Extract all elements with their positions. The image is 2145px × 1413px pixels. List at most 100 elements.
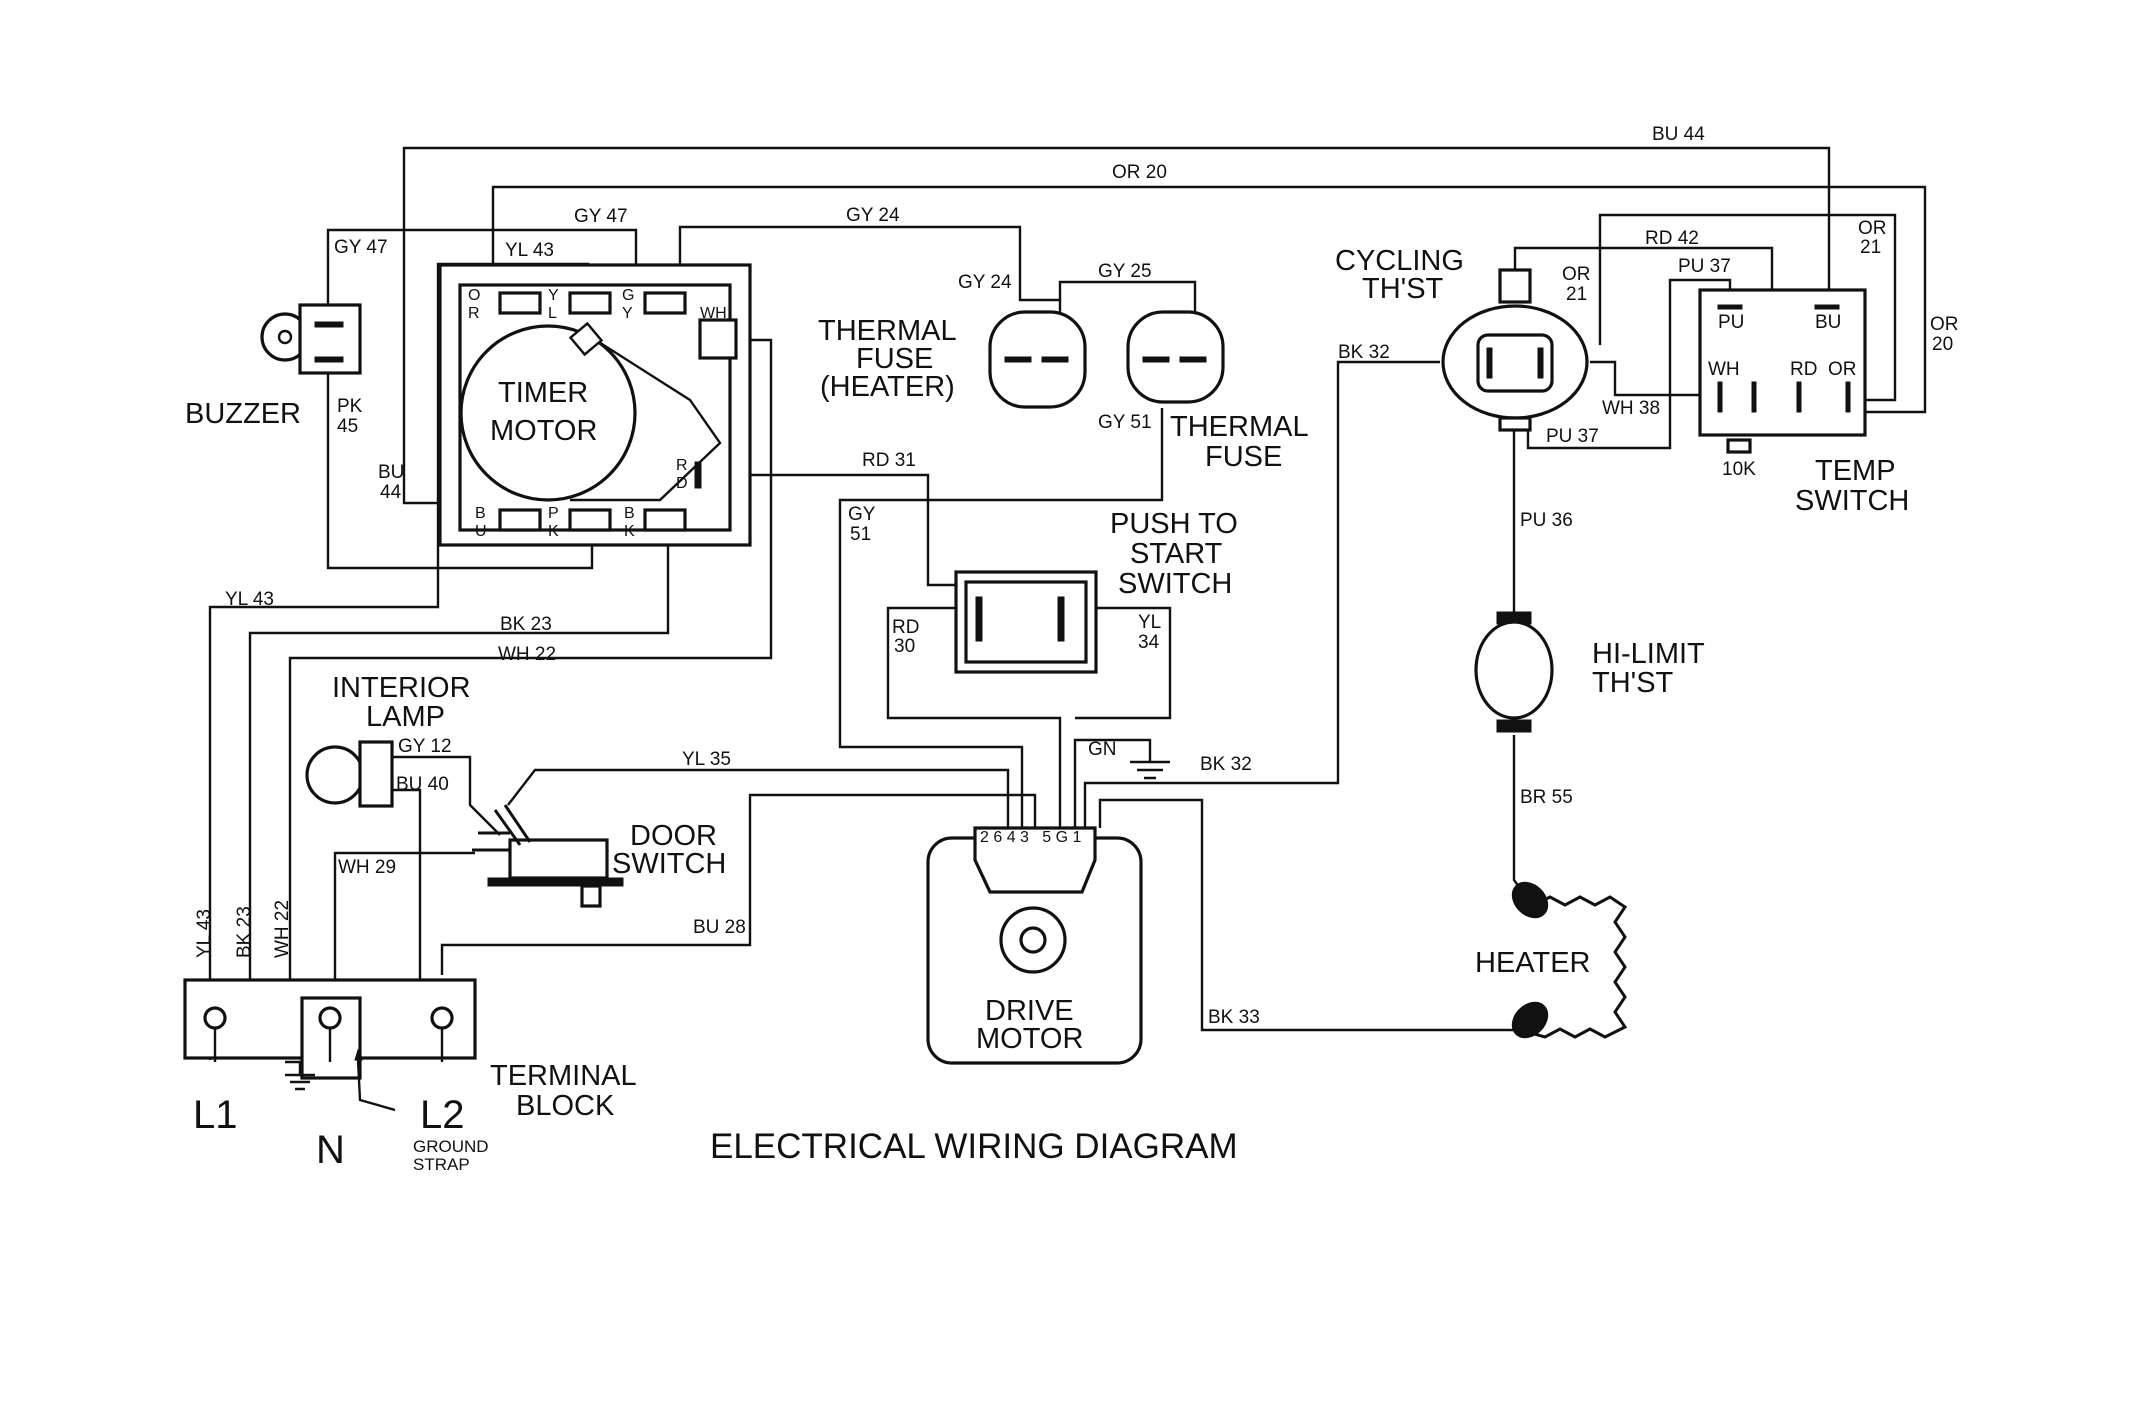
- pin-label-g: G: [622, 287, 634, 304]
- cycling-top: [1498, 268, 1532, 304]
- wl-wh29: WH 29: [338, 857, 396, 878]
- wl-gy47-left: GY 47: [334, 237, 388, 258]
- buzzer-housing: [298, 303, 362, 375]
- wl-or-b: OR: [1858, 218, 1887, 239]
- hi-limit-thermostat: [1474, 611, 1554, 733]
- temp-pin-wh: WH: [1708, 359, 1740, 380]
- wl-yl43: YL 43: [505, 240, 554, 261]
- wire-bk23: [248, 528, 670, 985]
- diagram-title: ELECTRICAL WIRING DIAGRAM: [710, 1127, 1238, 1166]
- thermal-fuse-heater: [988, 310, 1087, 409]
- label-block: BLOCK: [516, 1090, 615, 1122]
- wl-pu37-low: PU 37: [1546, 426, 1599, 447]
- pin-label-b2: B: [624, 505, 635, 522]
- wl-bk23-v: BK 23: [234, 906, 255, 958]
- wire-gn: [1073, 738, 1152, 828]
- wl-yl43-left: YL 43: [225, 589, 274, 610]
- temp-pin-or: OR: [1828, 359, 1857, 380]
- wl-pk: PK: [337, 396, 363, 417]
- pts-inner: [964, 580, 1088, 664]
- buzzer: [260, 303, 362, 375]
- wl-gy47: GY 47: [574, 206, 628, 227]
- resistor-label: 10K: [1722, 459, 1756, 480]
- wl-or20: OR 20: [1112, 162, 1167, 183]
- wire-bk33: [1098, 798, 1520, 1032]
- temp-pin-pu: PU: [1718, 312, 1744, 333]
- label-thst: TH'ST: [1362, 273, 1444, 305]
- timer-pin-pk: [568, 508, 612, 532]
- label-drive-motor: MOTOR: [976, 1023, 1083, 1055]
- fuse-body: [1126, 310, 1225, 404]
- label-thermal2: THERMAL: [1170, 411, 1309, 443]
- pin-label-r: R: [468, 305, 480, 322]
- wl-21-a: 21: [1566, 284, 1587, 305]
- wl-gn: GN: [1088, 739, 1117, 760]
- timer-pin-rd: [694, 461, 702, 489]
- temp-pin-rd: RD: [1790, 359, 1817, 380]
- fuse-heater-body: [988, 310, 1087, 409]
- timer-pin-bu: [498, 508, 542, 532]
- wl-gy24: GY 24: [846, 205, 900, 226]
- wl-rd31: RD 31: [862, 450, 916, 471]
- wl-bu28: BU 28: [693, 917, 746, 938]
- label-timer: TIMER: [498, 377, 588, 409]
- label-start: START: [1130, 538, 1223, 570]
- wiring: [208, 146, 1927, 1060]
- wl-rd42: RD 42: [1645, 228, 1699, 249]
- temp-switch: [1698, 288, 1867, 454]
- label-hi-limit: HI-LIMIT: [1592, 638, 1705, 670]
- wl-rd: RD: [892, 617, 919, 638]
- wl-bk33: BK 33: [1208, 1007, 1260, 1028]
- label-door-switch: SWITCH: [612, 848, 726, 880]
- label-heater-paren: (HEATER): [820, 371, 955, 403]
- label-terminal: TERMINAL: [490, 1060, 637, 1092]
- wl-pu37-top: PU 37: [1678, 256, 1731, 277]
- wl-wh38: WH 38: [1602, 398, 1660, 419]
- interior-lamp: [305, 740, 394, 808]
- cycling-thermostat: [1441, 268, 1589, 432]
- buzzer-terminal: [314, 321, 344, 328]
- wire-rd31: [700, 473, 976, 587]
- wire-yl34: [1075, 606, 1172, 720]
- wl-yl43-v: YL 43: [194, 909, 215, 958]
- wl-bu44: BU 44: [1652, 124, 1705, 145]
- label-fuse: FUSE: [856, 343, 933, 375]
- wl-44: 44: [380, 482, 402, 503]
- wl-21-b: 21: [1860, 237, 1881, 258]
- label-push-to: PUSH TO: [1110, 508, 1238, 540]
- label-ground: GROUND: [413, 1137, 489, 1156]
- push-to-start-switch: [954, 570, 1098, 674]
- timer-pin-bk: [643, 508, 687, 532]
- buzzer-terminal: [314, 356, 344, 363]
- pin-label-u: U: [475, 523, 487, 540]
- wl-yl: YL: [1138, 612, 1161, 633]
- wl-gy: GY: [848, 504, 876, 525]
- label-cycling: CYCLING: [1335, 245, 1464, 277]
- label-l2: L2: [420, 1093, 465, 1137]
- wl-51: 51: [850, 524, 871, 545]
- timer-pin-or: [498, 291, 542, 315]
- label-thermal: THERMAL: [818, 315, 957, 347]
- wl-45: 45: [337, 416, 358, 437]
- heater-element: [1511, 881, 1628, 1039]
- wl-wh22: WH 22: [498, 644, 556, 665]
- wire-bk32: [1083, 360, 1440, 828]
- wire-wh22: [288, 338, 773, 1010]
- wire-pu37-low: [1526, 278, 1732, 450]
- label-door: DOOR: [630, 820, 717, 852]
- terminal-n: [318, 1006, 342, 1030]
- wl-gy25: GY 25: [1098, 261, 1152, 282]
- pin-label-k2: K: [624, 523, 635, 540]
- wire-bu28: [440, 793, 1037, 975]
- temp-switch-body: [1698, 288, 1867, 437]
- pin-label-l: L: [548, 305, 557, 322]
- wl-bk32-motor: BK 32: [1200, 754, 1252, 775]
- lamp-base: [358, 740, 394, 808]
- timer-motor: [438, 263, 752, 547]
- wl-34: 34: [1138, 632, 1160, 653]
- wire-bu40: [392, 788, 422, 1000]
- wl-30: 30: [894, 636, 915, 657]
- pin-label-b: B: [475, 505, 486, 522]
- label-drive: DRIVE: [985, 995, 1074, 1027]
